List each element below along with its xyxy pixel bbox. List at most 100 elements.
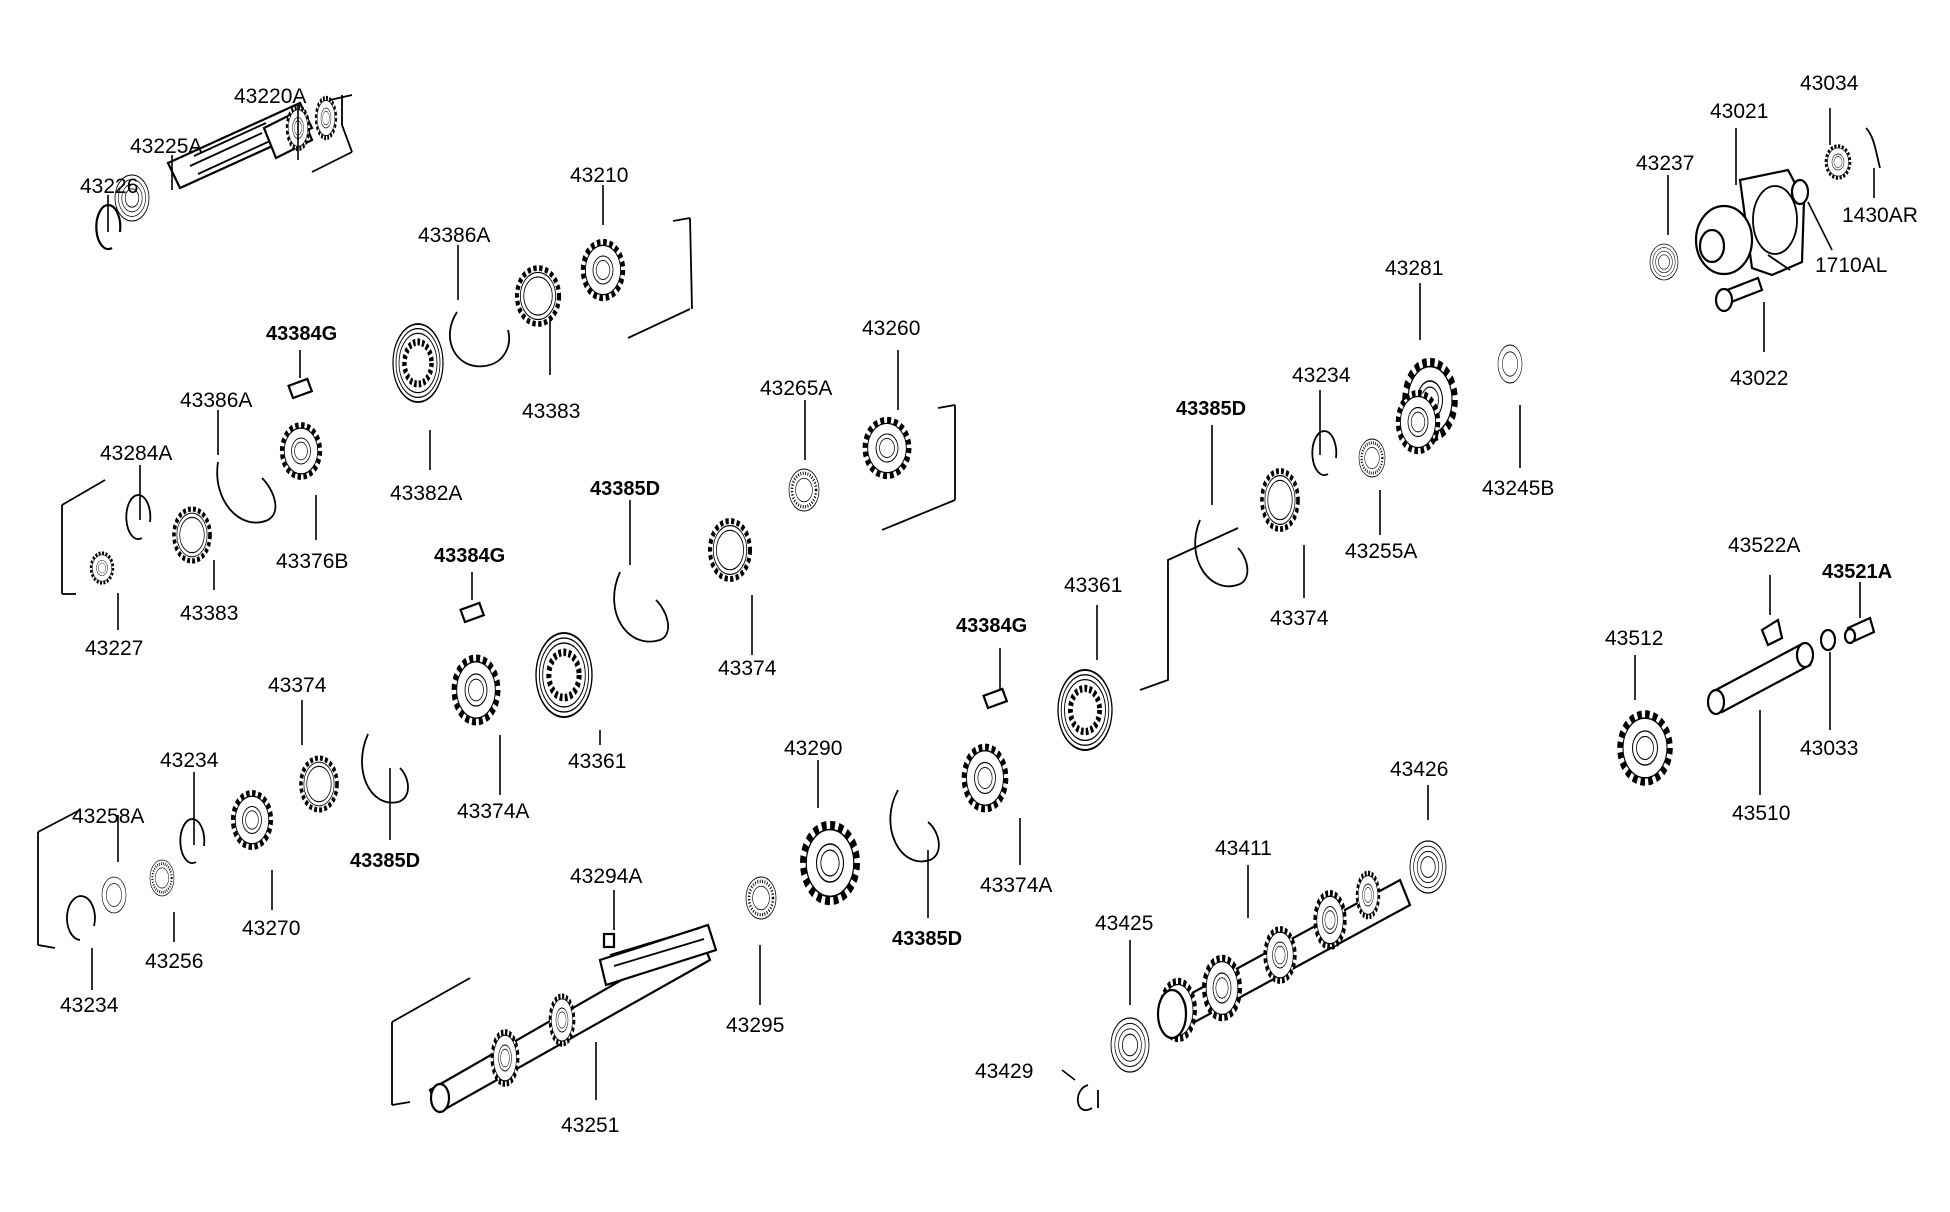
label-43376b: 43376B	[276, 550, 348, 573]
label-43521a: 43521A	[1822, 561, 1892, 583]
label-43270: 43270	[242, 917, 300, 940]
frame-top-left	[311, 94, 353, 173]
sleeve-43382a	[393, 324, 443, 402]
o-ring-1710al	[1790, 178, 1810, 206]
label-43225a: 43225A	[130, 135, 202, 158]
label-43385d-left: 43385D	[350, 850, 420, 872]
label-43284a: 43284A	[100, 442, 172, 465]
snap-ring-43234-bottom	[66, 895, 96, 941]
input-shaft-43220a	[166, 98, 336, 190]
label-1710al: 1710AL	[1815, 254, 1887, 277]
label-43429: 43429	[975, 1060, 1033, 1083]
label-43512: 43512	[1605, 627, 1663, 650]
gear-43260	[865, 420, 909, 476]
label-43383-mid: 43383	[180, 602, 238, 625]
label-43210: 43210	[570, 164, 628, 187]
label-43234-left: 43234	[160, 749, 219, 772]
label-43385d-right: 43385D	[1176, 398, 1246, 420]
spring-43385d-right	[1194, 519, 1249, 587]
label-43226: 43226	[80, 175, 138, 198]
label-43234-right: 43234	[1292, 364, 1351, 387]
main-shaft-43251	[428, 923, 718, 1114]
key-43384g-top	[287, 377, 314, 400]
bolt-43022	[1714, 254, 1791, 313]
label-43022: 43022	[1730, 367, 1788, 390]
gear-43374a-right	[964, 747, 1006, 809]
label-43384g-mid: 43384G	[434, 545, 505, 567]
label-43258a: 43258A	[72, 805, 144, 828]
label-43255a: 43255A	[1345, 540, 1417, 563]
leader-lines	[91, 105, 1875, 1100]
washer-43258a	[101, 876, 127, 914]
label-43374a-right: 43374A	[980, 874, 1052, 897]
label-43385d-mid: 43385D	[590, 478, 660, 500]
label-43220a: 43220A	[234, 85, 306, 108]
label-43425: 43425	[1095, 912, 1153, 935]
label-43295: 43295	[726, 1014, 784, 1037]
label-43260: 43260	[862, 317, 920, 340]
frame-right-center	[1139, 527, 1239, 691]
synchro-ring-43374-right	[1262, 471, 1298, 529]
plate-43245b	[1497, 344, 1523, 384]
frame-lower-left	[37, 809, 81, 949]
label-1430ar: 1430AR	[1842, 204, 1918, 227]
snap-ring-43226	[95, 203, 122, 251]
label-43265a: 43265A	[760, 377, 832, 400]
label-43361-right: 43361	[1064, 574, 1122, 597]
label-43290: 43290	[784, 737, 842, 760]
needle-bearing-43255a	[1357, 437, 1387, 479]
label-43234-bottom: 43234	[60, 994, 119, 1017]
snap-ring-43234-left	[179, 818, 206, 864]
label-43411: 43411	[1215, 837, 1272, 860]
spring-43385d-left	[361, 733, 409, 804]
gear-43376b	[282, 425, 320, 477]
gear-43210	[583, 242, 623, 298]
label-43374-left: 43374	[268, 674, 327, 697]
gear-43281-inner	[1398, 393, 1438, 451]
label-43383-top: 43383	[522, 400, 580, 423]
oil-seal-43034	[1824, 144, 1852, 180]
label-43294a: 43294A	[570, 865, 642, 888]
synchro-ring-43374-mid	[710, 521, 750, 579]
bolt-43521a	[1843, 616, 1876, 645]
label-43227: 43227	[85, 637, 143, 660]
frame-bottom-center	[391, 977, 471, 1106]
gear-43374a-mid	[454, 658, 498, 722]
label-43386a-top: 43386A	[418, 224, 490, 247]
label-43426: 43426	[1390, 758, 1448, 781]
synchro-ring-43383-mid	[174, 509, 210, 561]
spring-43385d-mid	[613, 571, 669, 643]
o-ring-43033	[1819, 628, 1837, 652]
label-43361-mid: 43361	[568, 750, 626, 773]
frame-middle-right	[881, 404, 956, 531]
spring-43385d-bottom	[889, 789, 940, 863]
counter-shaft-43411	[1156, 873, 1412, 1039]
sleeve-43361-mid	[536, 633, 592, 717]
shaft-43510	[1706, 641, 1815, 716]
snap-ring-43234-right	[1311, 430, 1338, 476]
synchro-ring-43374-left	[301, 758, 337, 810]
spring-43386a-mid	[216, 461, 277, 524]
sleeve-43361-right	[1058, 670, 1112, 750]
gear-43290	[803, 825, 857, 901]
needle-bearing-43256	[148, 858, 176, 898]
plate-43522a	[1760, 618, 1784, 647]
label-43384g-right: 43384G	[956, 615, 1027, 637]
label-43034: 43034	[1800, 72, 1859, 95]
frame-top-center	[627, 217, 693, 339]
label-43251: 43251	[561, 1114, 619, 1137]
label-43382a: 43382A	[390, 482, 462, 505]
label-43385d-bottom: 43385D	[892, 928, 962, 950]
gear-43512	[1620, 714, 1670, 782]
label-43374-mid: 43374	[718, 657, 777, 680]
label-43281: 43281	[1385, 257, 1443, 280]
spring-43386a-top	[448, 311, 510, 368]
snap-ring-43284a	[125, 494, 152, 540]
label-43384g-top: 43384G	[266, 323, 337, 345]
label-43256: 43256	[145, 950, 203, 973]
label-43374-right: 43374	[1270, 607, 1329, 630]
bearing-43426	[1409, 840, 1447, 894]
label-43510: 43510	[1732, 802, 1790, 825]
bearing-43237	[1649, 243, 1679, 281]
